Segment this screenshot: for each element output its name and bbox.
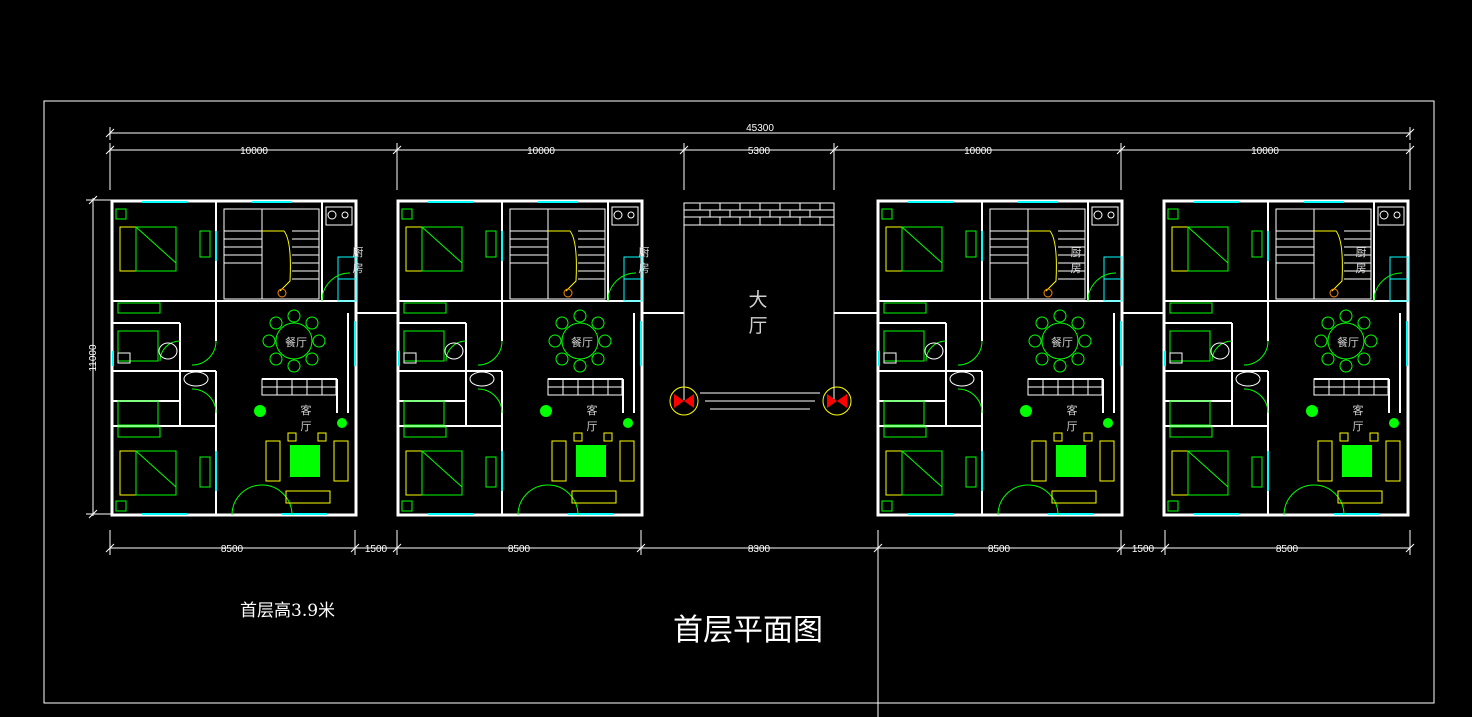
- dining-label-1: 餐厅: [285, 335, 307, 349]
- living-label-bottom-1: 厅: [301, 420, 312, 433]
- unit-1: [110, 199, 358, 517]
- dining-label-4: 餐厅: [1337, 335, 1359, 349]
- drawing-frame: [43, 100, 1435, 704]
- dim-bottom-2: 1500: [365, 544, 388, 555]
- kitchen-label-top-1: 厨: [353, 246, 364, 259]
- living-label-top-4: 客: [1353, 403, 1364, 417]
- dim-top-3: 5300: [748, 146, 771, 157]
- dim-bottom-1: 8500: [221, 544, 244, 555]
- hall-label-top: 大: [748, 289, 767, 311]
- bottom-dimensions: [105, 530, 1415, 555]
- floor-height-note: 首层高3.9米: [240, 601, 336, 621]
- kitchen-label-bottom-4: 房: [1356, 262, 1367, 275]
- dim-height: 11000: [88, 344, 99, 372]
- overall-dimension: [105, 127, 1415, 140]
- top-dimensions: [105, 143, 1415, 190]
- dim-top-2: 10000: [527, 146, 555, 157]
- unit-3: [876, 199, 1124, 517]
- dim-bottom-6: 1500: [1132, 544, 1155, 555]
- living-label-top-2: 客: [587, 403, 598, 417]
- living-label-bottom-4: 厅: [1353, 420, 1364, 433]
- dim-bottom-4: 8300: [748, 544, 771, 555]
- living-label-top-3: 客: [1067, 403, 1078, 417]
- drawing-title: 首层平面图: [673, 613, 823, 648]
- dim-bottom-3: 8500: [508, 544, 531, 555]
- central-hall: [669, 202, 852, 416]
- kitchen-label-top-4: 厨: [1356, 246, 1367, 259]
- dim-top-5: 10000: [1251, 146, 1279, 157]
- height-dimension: [86, 195, 112, 519]
- dim-overall: 45300: [746, 123, 774, 134]
- kitchen-label-bottom-3: 房: [1071, 262, 1082, 275]
- kitchen-label-bottom-2: 房: [639, 262, 650, 275]
- hall-label-bottom: 厅: [748, 315, 767, 337]
- dining-label-2: 餐厅: [571, 335, 593, 349]
- plant-pot-left: [669, 386, 699, 416]
- dim-top-1: 10000: [240, 146, 268, 157]
- dim-bottom-7: 8500: [1276, 544, 1299, 555]
- kitchen-label-top-2: 厨: [639, 246, 650, 259]
- living-label-bottom-2: 厅: [587, 420, 598, 433]
- dining-label-3: 餐厅: [1051, 335, 1073, 349]
- dim-top-4: 10000: [964, 146, 992, 157]
- living-label-top-1: 客: [301, 403, 312, 417]
- kitchen-label-top-3: 厨: [1071, 246, 1082, 259]
- unit-4: [1162, 199, 1410, 517]
- unit-2: [396, 199, 644, 517]
- kitchen-label-bottom-1: 房: [353, 262, 364, 275]
- living-label-bottom-3: 厅: [1067, 420, 1078, 433]
- dim-bottom-5: 8500: [988, 544, 1011, 555]
- plant-pot-right: [822, 386, 852, 416]
